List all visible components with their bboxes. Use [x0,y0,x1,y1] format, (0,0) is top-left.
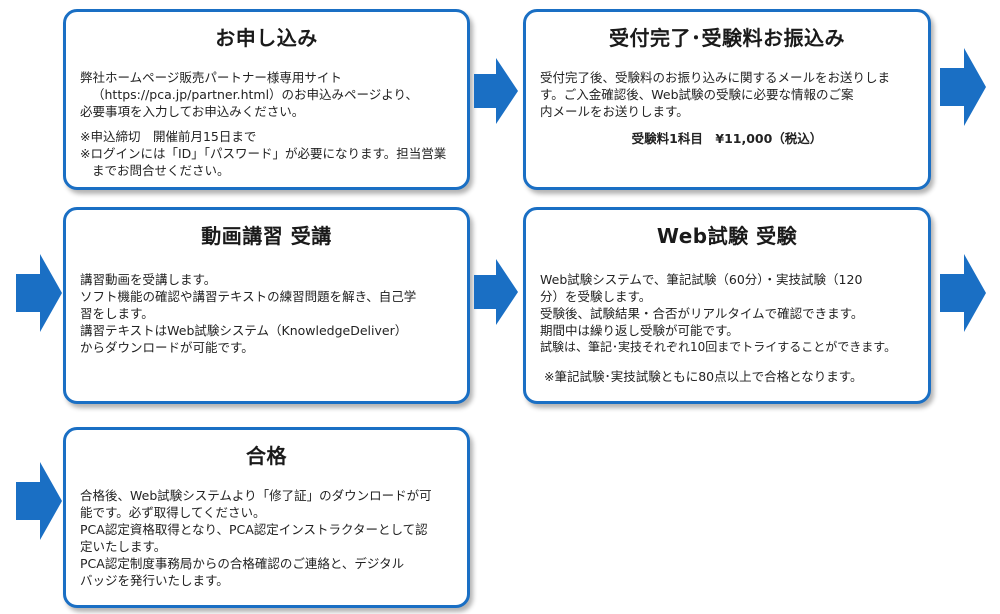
step-video-title: 動画講習 受講 [201,224,332,248]
step-apply-note-1: ※申込締切 開催前月15日まで [80,129,257,144]
step-apply-note-3: までお問合せください。 [92,163,230,178]
step-video-text-2: ソフト機能の確認や講習テキストの練習問題を解き、自己学 [80,289,417,304]
step-video-text-3: 習をします。 [80,306,154,321]
right-arrow-icon [940,48,986,126]
step-payment-title: 受付完了･受験料お振込み [609,26,845,50]
step-exam-text-3: 受験後、試験結果・合否がリアルタイムで確認できます。 [540,306,864,321]
step-pass-text-5: PCA認定制度事務局からの合格確認のご連絡と、デジタル [80,556,405,571]
step-payment-box: 受付完了･受験料お振込み 受付完了後、受験料のお振り込みに関するメールをお送りし… [523,9,931,190]
step-exam-text-5: 試験は、筆記･実技それぞれ10回までトライすることができます。 [540,340,897,354]
step-apply-box: お申し込み 弊社ホームページ販売パートナー様専用サイト （https://pca… [63,9,470,190]
step-exam-text-2: 分）を受験します。 [540,289,652,304]
step-exam-text-4: 期間中は繰り返し受験が可能です。 [540,323,739,338]
step-pass-text-4: 定いたします。 [80,539,167,554]
step-payment-text-3: 内メールをお送りします。 [540,104,689,119]
step-pass-box: 合格 合格後、Web試験システムより「修了証」のダウンロードが可 能です。必ず取… [63,427,470,608]
step-pass-title: 合格 [246,444,287,468]
step-payment-fee: 受験料1科目 ¥11,000（税込） [631,131,823,146]
right-arrow-icon [474,259,518,325]
step-pass-text-6: バッジを発行いたします。 [80,573,229,588]
step-payment-text-2: す。ご入金確認後、Web試験の受験に必要な情報のご案 [540,87,854,102]
step-video-text-4: 講習テキストはWeb試験システム（KnowledgeDeliver） [80,323,408,338]
step-apply-note-2: ※ログインには「ID」「パスワード」が必要になります。担当営業 [80,146,447,161]
step-exam-box: Web試験 受験 Web試験システムで、筆記試験（60分）・実技試験（120 分… [523,207,931,404]
step-video-text-5: からダウンロードが可能です。 [80,340,254,355]
step-pass-text-2: 能です。必ず取得してください。 [80,505,266,520]
step-payment-text-1: 受付完了後、受験料のお振り込みに関するメールをお送りしま [540,70,891,85]
step-apply-title: お申し込み [215,26,318,50]
step-apply-text-1: 弊社ホームページ販売パートナー様専用サイト [80,70,342,85]
right-arrow-icon [16,254,62,332]
step-video-box: 動画講習 受講 講習動画を受講します。 ソフト機能の確認や講習テキストの練習問題… [63,207,470,404]
step-exam-title: Web試験 受験 [656,224,798,248]
step-pass-text-3: PCA認定資格取得となり、PCA認定インストラクターとして認 [80,522,428,537]
right-arrow-icon [940,254,986,332]
step-exam-text-1: Web試験システムで、筆記試験（60分）・実技試験（120 [540,272,863,287]
step-video-text-1: 講習動画を受講します。 [80,272,217,287]
step-apply-text-2: （https://pca.jp/partner.html）のお申込みページより、 [92,87,419,102]
step-pass-text-1: 合格後、Web試験システムより「修了証」のダウンロードが可 [80,488,432,503]
step-exam-note: ※筆記試験･実技試験ともに80点以上で合格となります。 [544,369,863,384]
right-arrow-icon [474,58,518,124]
step-apply-text-3: 必要事項を入力してお申込みください。 [80,104,305,119]
right-arrow-icon [16,462,62,540]
